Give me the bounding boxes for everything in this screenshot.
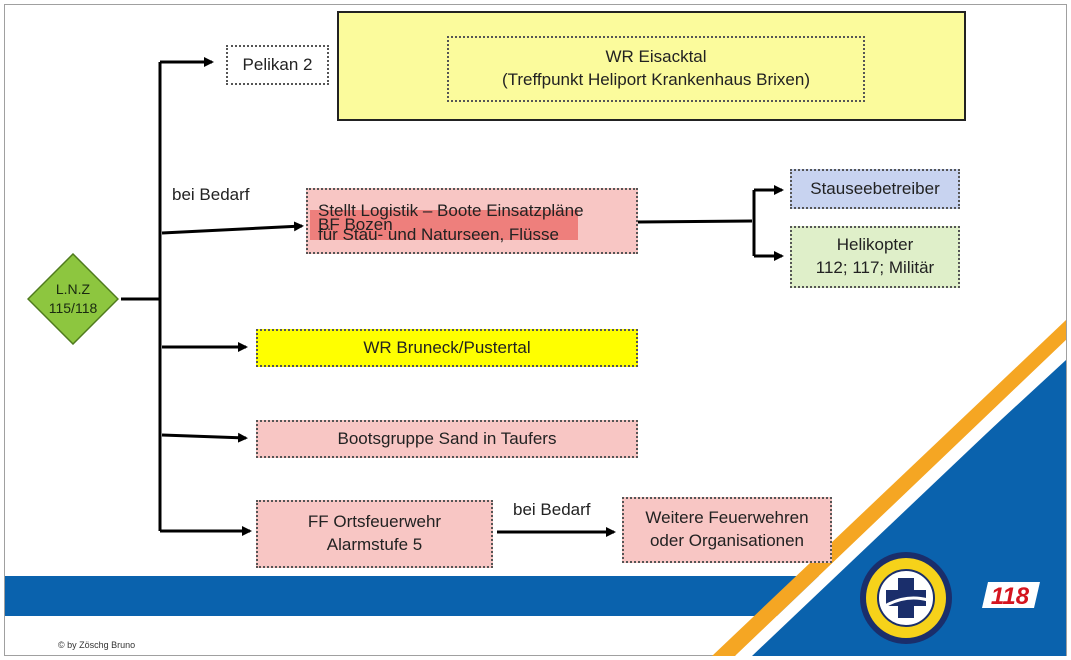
stausee-box: Stauseebetreiber xyxy=(790,169,960,209)
bf-bozen-line2: für Stau- und Naturseen, Flüsse xyxy=(318,225,559,244)
wr-eisacktal-box xyxy=(337,11,966,121)
bf-bozen-highlight xyxy=(310,210,578,240)
helikopter-box: Helikopter 112; 117; Militär xyxy=(790,226,960,288)
wr-eisacktal-line1: WR Eisacktal xyxy=(605,47,707,67)
arrow-to-bootsgruppe xyxy=(161,432,248,443)
lnz-diamond xyxy=(27,253,119,345)
ff-orts-line1: FF Ortsfeuerwehr xyxy=(307,512,442,532)
lnz-line2: 115/118 xyxy=(48,300,98,316)
helikopter-line2: 112; 117; Militär xyxy=(815,258,935,277)
copyright-text: © by Zöschg Bruno xyxy=(58,640,136,650)
weitere-line2: oder Organisationen xyxy=(649,531,805,550)
weitere-box: Weitere Feuerwehren oder Organisationen xyxy=(622,497,832,563)
bf-bozen-overlay: BF Bozen xyxy=(318,215,393,234)
edge-label-bei-bedarf-2: bei Bedarf xyxy=(513,500,591,519)
white-stripe xyxy=(735,340,1066,656)
lnz-label: L.N.Z 115/118 xyxy=(27,253,119,345)
wr-bruneck-label: WR Bruneck/Pustertal xyxy=(363,337,531,357)
logo-118-text: 118 xyxy=(991,583,1030,610)
bootsgruppe-box: Bootsgruppe Sand in Taufers xyxy=(256,420,638,458)
pelikan-box: Pelikan 2 xyxy=(226,45,329,85)
arrow-to-bf-bozen xyxy=(161,221,304,235)
bf-to-branch-line xyxy=(637,219,753,224)
lnz-line1: L.N.Z xyxy=(55,281,91,298)
wr-bruneck-box: WR Bruneck/Pustertal xyxy=(256,329,638,367)
wr-eisacktal-inner: WR Eisacktal (Treffpunkt Heliport Kranke… xyxy=(447,36,865,102)
ff-orts-box: FF Ortsfeuerwehr Alarmstufe 5 xyxy=(256,500,493,568)
slide-frame xyxy=(4,4,1067,656)
weitere-line1: Weitere Feuerwehren xyxy=(645,508,809,528)
stausee-label: Stauseebetreiber xyxy=(810,178,940,198)
ff-orts-line2: Alarmstufe 5 xyxy=(326,535,423,554)
wr-eisacktal-line2: (Treffpunkt Heliport Krankenhaus Brixen) xyxy=(501,70,811,89)
rescue-emblem xyxy=(860,552,952,644)
bootsgruppe-label: Bootsgruppe Sand in Taufers xyxy=(337,428,557,448)
pelikan-label: Pelikan 2 xyxy=(242,54,313,74)
orange-stripe xyxy=(712,320,1066,656)
logo-118: 118 xyxy=(982,582,1040,610)
bf-bozen-line1: Stellt Logistik – Boote Einsatzpläne xyxy=(318,201,584,220)
helikopter-line1: Helikopter xyxy=(836,235,914,255)
edge-label-bei-bedarf-1: bei Bedarf xyxy=(172,185,250,204)
